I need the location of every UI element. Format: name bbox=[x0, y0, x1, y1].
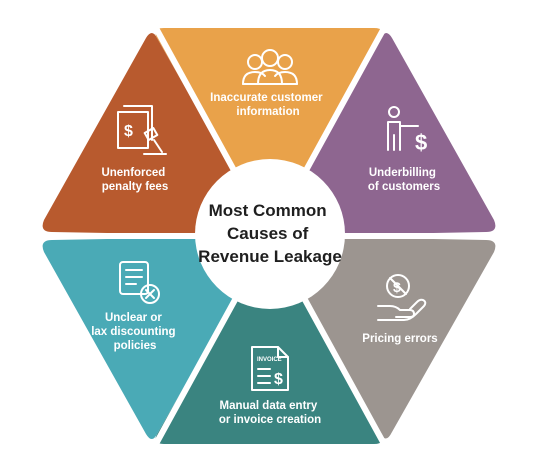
dollar-sign-icon: $ bbox=[124, 123, 133, 140]
person-dollar-icon: $ bbox=[387, 106, 427, 155]
invoice-icon: INVOICE $ bbox=[251, 346, 289, 391]
dollar-sign-icon: $ bbox=[393, 279, 401, 295]
segment-top-label: Inaccurate customer information bbox=[210, 92, 326, 118]
dollar-sign-icon: $ bbox=[274, 371, 283, 388]
segment-bottom bbox=[155, 236, 383, 444]
dollar-sign-icon: $ bbox=[415, 130, 427, 155]
people-group-icon bbox=[242, 49, 298, 85]
segment-lower-left bbox=[42, 236, 270, 439]
center-title-line-1: Most Common bbox=[209, 201, 327, 220]
center-title-line-2: Causes of bbox=[227, 224, 309, 243]
segment-lower-right bbox=[270, 236, 496, 439]
segment-lower-right-label: Pricing errors bbox=[362, 333, 437, 345]
segment-upper-right-label: Underbilling of customers bbox=[368, 167, 440, 193]
segment-bottom-label: Manual data entry or invoice creation bbox=[219, 400, 321, 426]
center-circle bbox=[195, 159, 345, 309]
segment-upper-left-label: Unenforced penalty fees bbox=[101, 167, 168, 193]
segment-lower-left-label: Unclear or lax discounting policies bbox=[91, 312, 179, 352]
hand-no-dollar-icon: $ bbox=[377, 274, 427, 321]
bill-gavel-icon: $ bbox=[117, 105, 167, 155]
invoice-icon-label: INVOICE bbox=[257, 357, 282, 363]
segment-top bbox=[155, 28, 383, 236]
center-title-line-3: Revenue Leakage bbox=[198, 247, 342, 266]
center-title: Most Common Causes of Revenue Leakage bbox=[198, 201, 342, 266]
list-x-icon bbox=[119, 261, 160, 304]
